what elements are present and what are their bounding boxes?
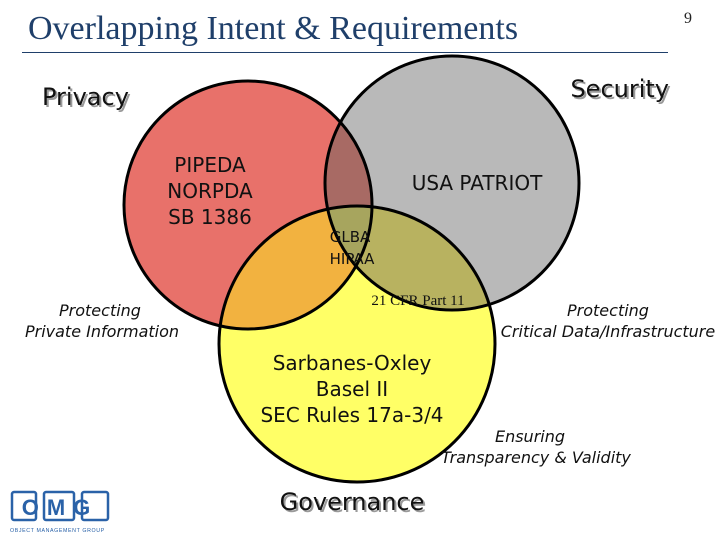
privacy-label-shadow: Privacy: [44, 85, 131, 113]
privacy-outline: [122, 79, 374, 331]
governance-label-shadow: Governance: [282, 490, 427, 518]
governance-label: Governance: [280, 488, 425, 516]
page-number: 9: [684, 10, 692, 27]
logo-m-shape: [42, 490, 76, 522]
privacy-caption-line2: Private Information: [25, 322, 179, 341]
regulation-sec-rules: SEC Rules 17a-3/4: [260, 403, 443, 427]
security-outline: [323, 54, 581, 312]
governance-outline: [217, 204, 497, 484]
logo-subtitle: OBJECT MANAGEMENT GROUP: [10, 528, 105, 534]
regulation-hipaa: HIPAA: [330, 250, 375, 268]
regulation-basel-ii: Basel II: [316, 377, 388, 401]
regulation-21cfr: 21 CFR Part 11: [371, 293, 464, 309]
regulation-sb1386: SB 1386: [168, 205, 252, 229]
logo-text: OMG: [22, 495, 99, 520]
security-caption-line2: Critical Data/Infrastructure: [501, 322, 716, 341]
regulation-sarbanes-oxley: Sarbanes-Oxley: [273, 351, 432, 375]
regulation-norpda: NORPDA: [167, 179, 253, 203]
omg-logo: OMG OBJECT MANAGEMENT GROUP: [10, 490, 110, 534]
slide-title: Overlapping Intent & Requirements: [28, 10, 519, 47]
privacy-caption-line1: Protecting: [59, 301, 141, 320]
logo-o-shape: [10, 490, 38, 522]
security-label-shadow: Security: [572, 77, 671, 105]
title-underline: [22, 52, 668, 53]
regulation-pipeda: PIPEDA: [174, 153, 246, 177]
security-caption-line1: Protecting: [567, 301, 649, 320]
security-governance-overlap: [325, 206, 495, 310]
governance-caption-line1: Ensuring: [495, 427, 565, 446]
security-label: Security: [570, 75, 669, 103]
privacy-governance-overlap: [219, 206, 372, 329]
regulation-glba: GLBA: [330, 228, 371, 246]
privacy-label: Privacy: [42, 83, 129, 111]
regulation-usa-patriot: USA PATRIOT: [412, 171, 543, 195]
governance-caption-line2: Transparency & Validity: [441, 448, 631, 467]
logo-g-shape: [80, 490, 110, 522]
